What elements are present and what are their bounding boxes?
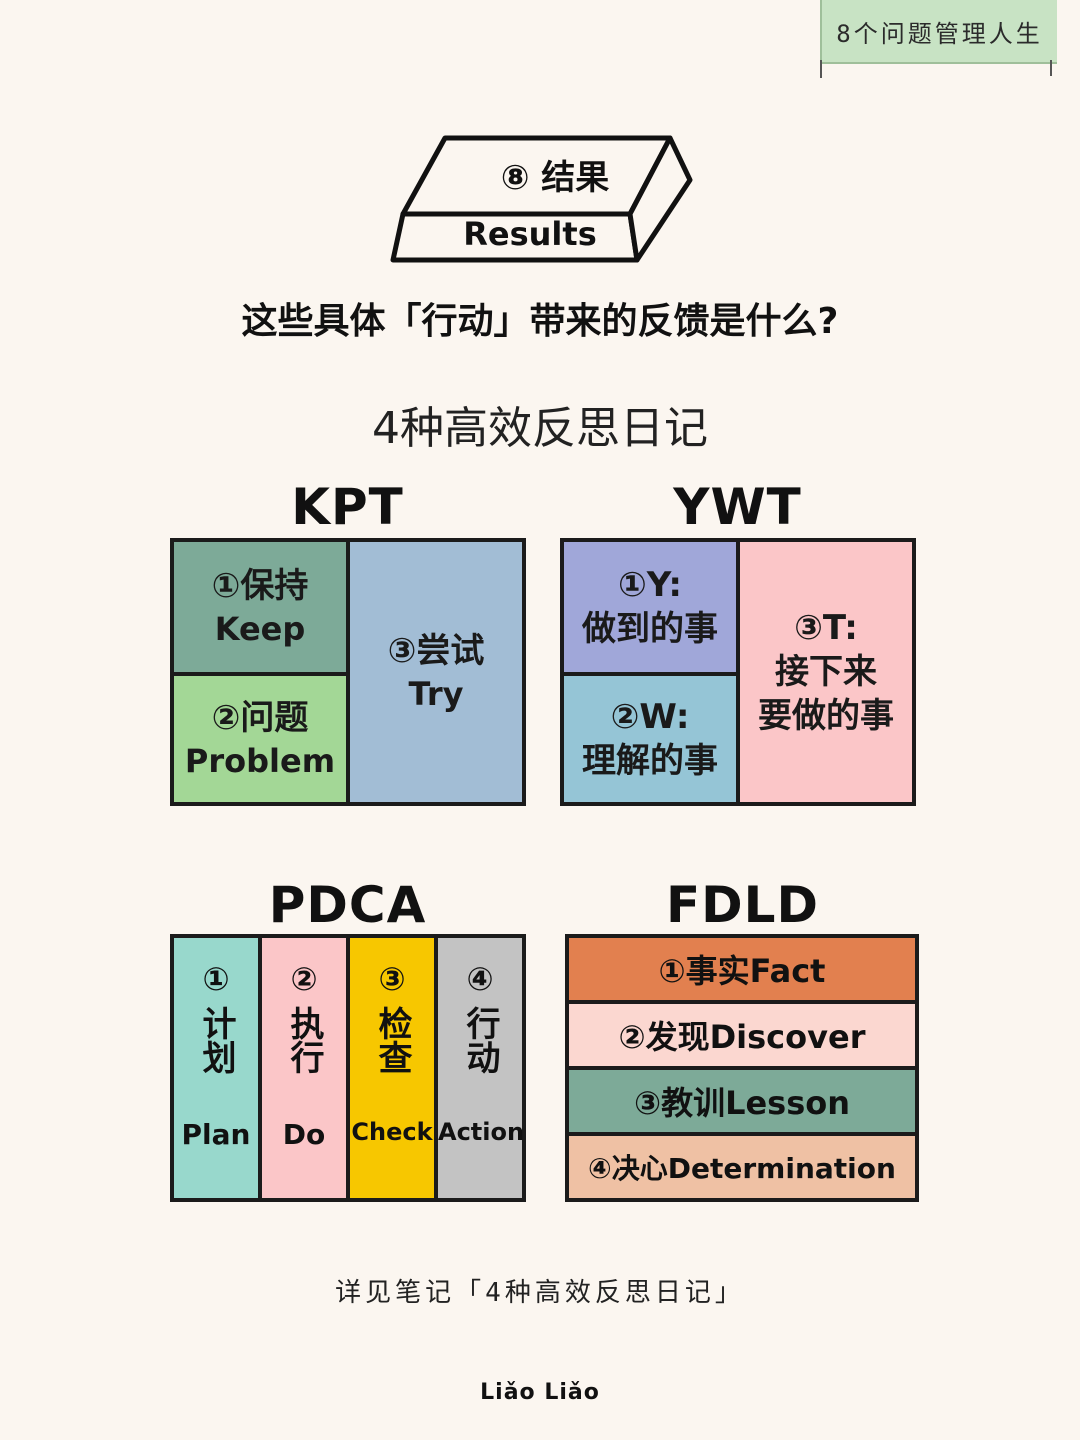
ywt-w-text: 理解的事 (582, 741, 718, 781)
kpt-problem: ②问题 Problem (170, 672, 350, 806)
pdca-check-cn: 检查 (372, 1006, 412, 1074)
pdca-action-cn: 行动 (460, 1006, 500, 1074)
fdld-determination: ④决心Determination (565, 1132, 919, 1202)
box-top-label: ⑧ 结果 (500, 158, 610, 198)
kpt-problem-en: Problem (184, 742, 336, 780)
pdca-plan: ① 计划 Plan (170, 934, 262, 1202)
tag-tick-left (820, 60, 822, 78)
pdca-plan-num: ① (202, 960, 230, 998)
kpt-try: ③尝试 Try (346, 538, 526, 806)
kpt-keep: ①保持 Keep (170, 538, 350, 676)
pdca-check-en: Check (351, 1118, 433, 1146)
kpt-keep-label: ①保持 (211, 566, 309, 606)
ywt-y: ①Y: 做到的事 (560, 538, 740, 676)
ywt-title: YWT (673, 478, 802, 536)
results-box: ⑧ 结果 Results (385, 130, 695, 270)
kpt-problem-label: ②问题 (211, 698, 309, 738)
tag-tick-right (1050, 60, 1052, 76)
pdca-plan-cn: 计划 (196, 1006, 236, 1074)
fdld-title: FDLD (665, 876, 820, 934)
pdca-action-num: ④ (466, 960, 494, 998)
pdca-check: ③ 检查 Check (346, 934, 438, 1202)
ywt-t-text2: 要做的事 (758, 696, 894, 736)
kpt-keep-en: Keep (214, 610, 306, 648)
pdca-title: PDCA (268, 876, 427, 934)
pdca-action: ④ 行动 Action (434, 934, 526, 1202)
ywt-w-label: ②W: (610, 697, 690, 737)
pdca-action-en: Action (438, 1118, 525, 1146)
box-front-label: Results (463, 215, 597, 253)
kpt-try-label: ③尝试 (387, 631, 485, 671)
ywt-t: ③T: 接下来 要做的事 (736, 538, 916, 806)
ywt-w: ②W: 理解的事 (560, 672, 740, 806)
footer-note: 详见笔记「4种高效反思日记」 (335, 1278, 745, 1308)
pdca-plan-en: Plan (181, 1118, 251, 1151)
fdld-lesson: ③教训Lesson (565, 1066, 919, 1136)
kpt-try-en: Try (408, 675, 464, 713)
ywt-t-text1: 接下来 (775, 652, 877, 692)
pdca-check-num: ③ (378, 960, 406, 998)
ywt-y-label: ①Y: (617, 565, 683, 605)
subtitle: 4种高效反思日记 (372, 403, 708, 454)
pdca-do-cn: 执行 (284, 1006, 324, 1074)
pdca-do-en: Do (282, 1118, 326, 1151)
pdca-do: ② 执行 Do (258, 934, 350, 1202)
series-tag: 8个问题管理人生 (820, 0, 1057, 64)
question-text: 这些具体「行动」带来的反馈是什么? (241, 301, 839, 342)
brand-logo: Liǎo Liǎo (480, 1380, 600, 1405)
fdld-discover: ②发现Discover (565, 1000, 919, 1070)
fdld-fact: ①事实Fact (565, 934, 919, 1004)
pdca-do-num: ② (290, 960, 318, 998)
ywt-y-text: 做到的事 (582, 609, 718, 649)
kpt-title: KPT (291, 478, 404, 536)
ywt-t-label: ③T: (794, 608, 858, 648)
